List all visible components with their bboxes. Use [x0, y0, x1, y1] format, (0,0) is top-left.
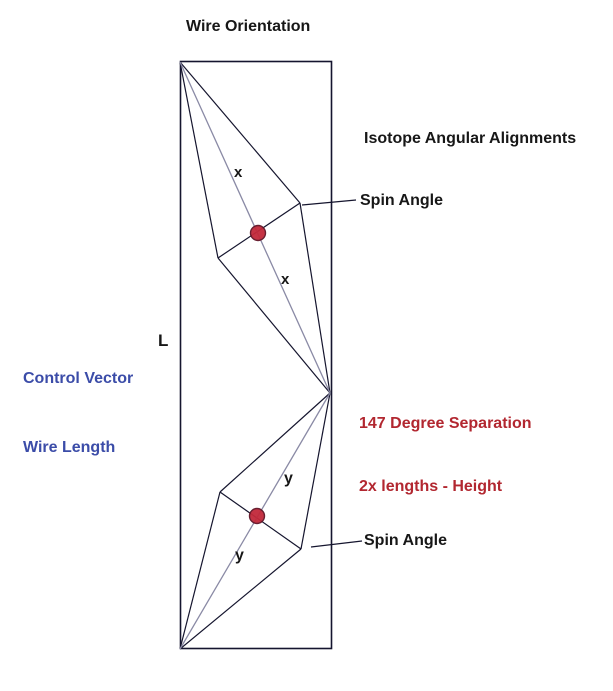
segment-label-y-lower: y: [235, 547, 244, 564]
upper-kite-edge-bottom-left: [217, 257, 331, 394]
lower-kite-edge-bottom-right: [179, 548, 302, 650]
lower-kite-edge-bottom-left: [179, 491, 221, 650]
spin-angle-top-pointer-line: [301, 199, 357, 206]
upper-kite-edge-top-right: [179, 61, 301, 204]
upper-kite-edge-bottom-right: [299, 202, 331, 394]
isotope-alignments-label: Isotope Angular Alignments: [364, 130, 577, 147]
upper-kite-edge-top-left: [179, 61, 219, 259]
segment-label-x-upper: x: [234, 164, 243, 181]
upper-kite: [179, 61, 331, 394]
isotope-dot-bottom: [248, 507, 266, 525]
control-vector-line1: Control Vector: [23, 370, 134, 387]
lower-kite-edge-top-right: [300, 392, 331, 550]
lower-kite-edge-top-left: [219, 392, 331, 493]
wire-length-symbol: L: [158, 331, 169, 350]
segment-label-x-lower: x: [281, 271, 290, 288]
separation-note: 147 Degree Separation 2x lengths - Heigh…: [359, 371, 532, 539]
spin-angle-top-label: Spin Angle: [360, 192, 443, 209]
control-vector-line2: Wire Length: [23, 439, 116, 456]
wire-rectangle: [179, 60, 333, 650]
control-vector-label: Control Vector Wire Length: [23, 321, 133, 505]
spin-angle-bottom-label: Spin Angle: [364, 532, 447, 549]
page-title: Wire Orientation: [186, 18, 311, 35]
separation-note-line1: 147 Degree Separation: [359, 415, 532, 432]
isotope-dot-top: [249, 224, 267, 242]
separation-note-line2: 2x lengths - Height: [359, 478, 503, 495]
segment-label-y-upper: y: [284, 470, 293, 487]
spin-angle-bottom-pointer-line: [310, 540, 363, 548]
